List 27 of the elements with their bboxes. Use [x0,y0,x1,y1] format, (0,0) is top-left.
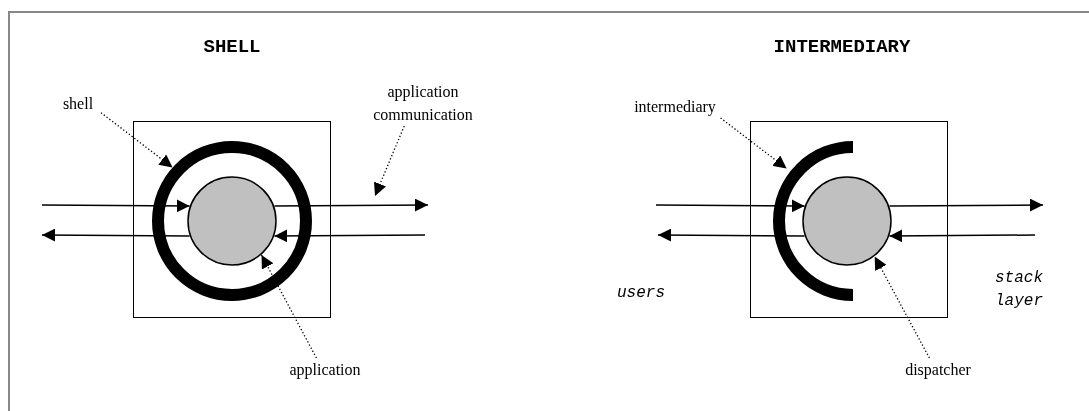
panel-title: INTERMEDIARY [773,36,911,58]
callout-label: application [288,360,362,381]
circle-shape [187,176,277,266]
leader-line [874,255,931,359]
callout-label: dispatcher [904,360,972,381]
arrow [273,198,429,212]
callout-label: application communication [372,82,474,125]
arrow [888,198,1044,212]
callout-label: intermediary [633,97,717,118]
arrow [41,228,191,242]
side-label: stack layer [995,268,1044,312]
arrow [888,229,1036,243]
leader-line [374,125,405,197]
arrow [41,199,191,213]
square-box [133,121,331,318]
square-box [750,121,948,318]
leader-line [719,117,788,170]
circle-shape [802,176,892,266]
leader-line [260,254,318,359]
arrow [655,199,806,213]
leader-line [100,112,174,169]
side-label: users [617,283,665,304]
arrow [657,228,806,242]
panel-title: SHELL [203,36,261,58]
callout-label: shell [61,94,95,114]
arrow [273,229,426,243]
ring-shape [152,141,312,301]
